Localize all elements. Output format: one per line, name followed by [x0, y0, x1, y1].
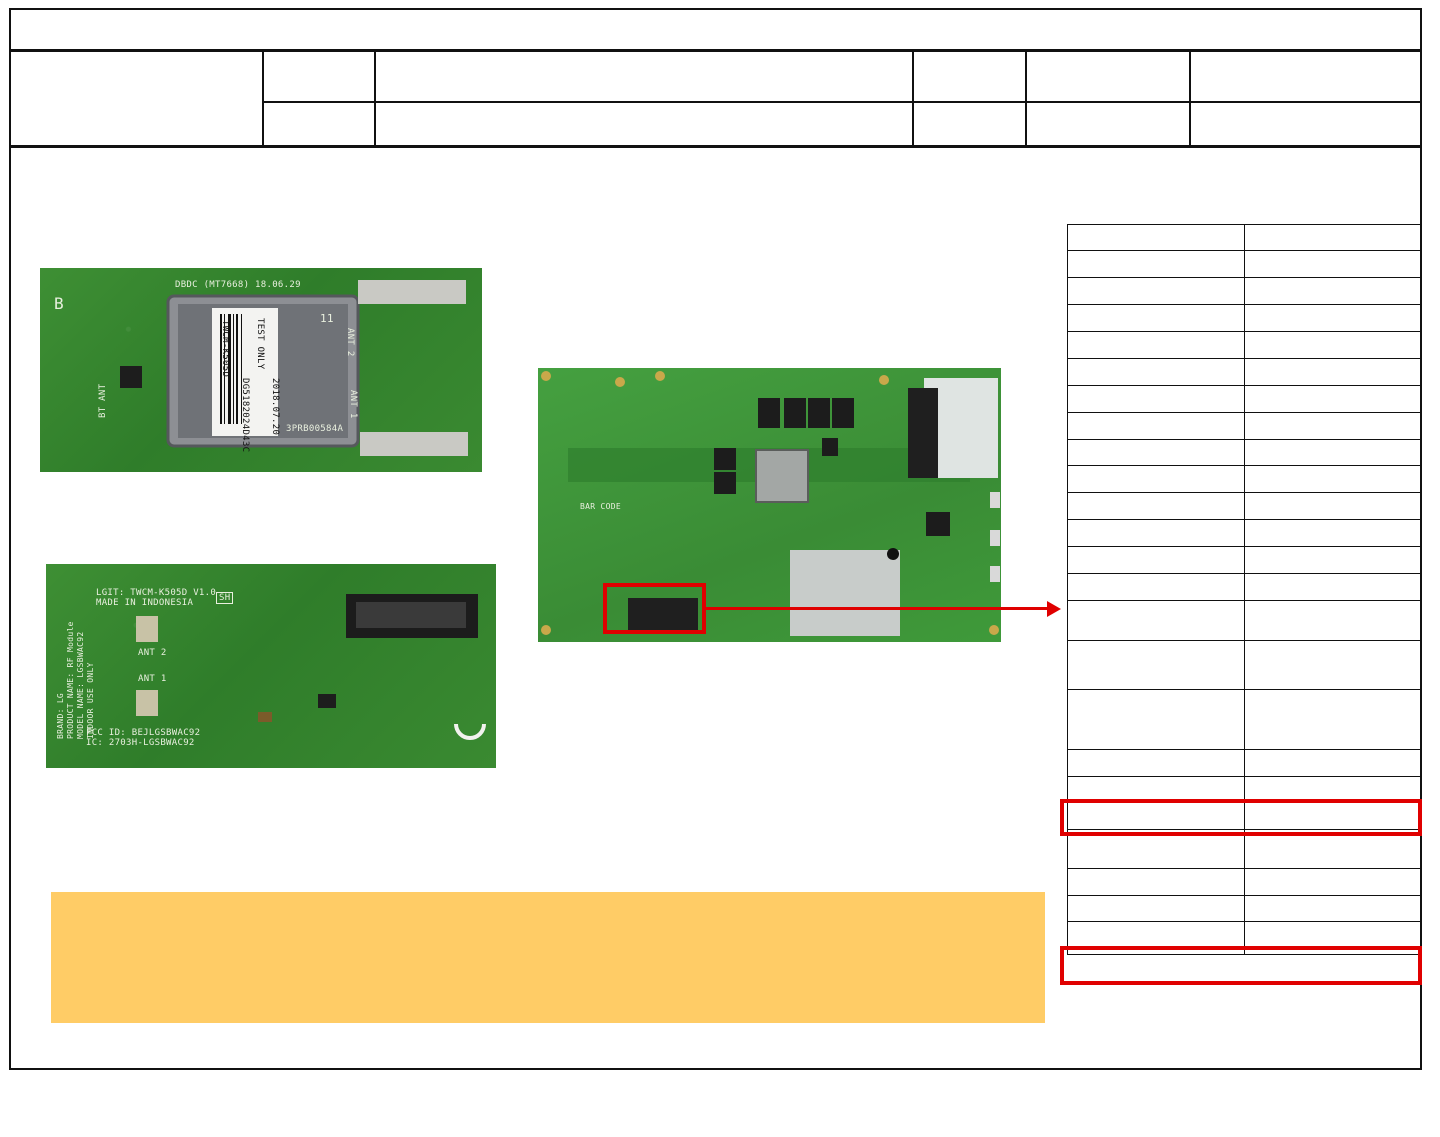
table-row: [1067, 689, 1421, 750]
ce-mark-icon: [454, 723, 486, 740]
header-col-4: [1025, 51, 1027, 146]
brand-label: BRAND: LG: [56, 692, 65, 739]
table-row: [1067, 224, 1421, 251]
table-row: [1067, 868, 1421, 896]
chip-label: DBDC (MT7668) 18.06.29: [175, 280, 301, 290]
table-row: [1067, 250, 1421, 278]
part-label: 3PRB00584A: [286, 424, 344, 434]
made-in-label: MADE IN INDONESIA: [96, 598, 194, 608]
table-row-highlight-1: [1060, 799, 1422, 836]
back-model-label: LGIT: TWCM-K505D V1.0: [96, 588, 217, 598]
table-row: [1067, 749, 1421, 777]
test-only-label: TEST ONLY: [255, 318, 265, 370]
table-row: [1067, 573, 1421, 601]
page-frame: [9, 8, 1422, 1070]
main-board-photo: BAR CODE: [538, 368, 1001, 642]
model-name-label: MODEL NAME: LGSBWAC92: [76, 631, 85, 739]
wifi-module-front-photo: DBDC (MT7668) 18.06.29 TEST ONLY TWCM-K5…: [40, 268, 482, 472]
sh-label: SH: [216, 592, 234, 604]
table-row: [1067, 895, 1421, 922]
arrow-head-icon: [1047, 601, 1061, 617]
pin-spec-table: [1067, 224, 1421, 955]
table-row: [1067, 439, 1421, 466]
ant2-label: ANT 2: [345, 328, 355, 357]
wifi-module-back-photo: LGIT: TWCM-K505D V1.0 MADE IN INDONESIA …: [46, 564, 496, 768]
header-col-5: [1189, 51, 1191, 146]
table-row: [1067, 600, 1421, 641]
note-box: [51, 892, 1045, 1023]
table-row: [1067, 546, 1421, 574]
back-ant2-label: ANT 2: [138, 648, 167, 658]
table-row: [1067, 465, 1421, 493]
table-row: [1067, 358, 1421, 386]
table-row: [1067, 640, 1421, 690]
side-b-label: B: [54, 294, 64, 313]
table-row: [1067, 277, 1421, 305]
number-label: 11: [320, 312, 334, 325]
header-col-3: [912, 51, 914, 146]
product-name-label: PRODUCT NAME: RF Module: [66, 621, 75, 739]
bt-ant-label: BT ANT: [98, 383, 108, 418]
table-row: [1067, 492, 1421, 520]
table-row: [1067, 776, 1421, 803]
back-ant1-label: ANT 1: [138, 674, 167, 684]
ic-label: IC: 2703H-LGSBWAC92: [86, 738, 195, 748]
bar-code-label: BAR CODE: [580, 502, 621, 511]
ant1-label: ANT 1: [348, 390, 358, 419]
table-row: [1067, 519, 1421, 547]
table-row: [1067, 385, 1421, 413]
table-row: [1067, 412, 1421, 440]
header-col-1: [262, 51, 264, 146]
note-text: [51, 892, 1045, 920]
fcc-label: FCC ID: BEJLGSBWAC92: [86, 728, 201, 738]
header-divider-mid: [263, 101, 1422, 103]
connector-arrow-line: [705, 607, 1049, 610]
table-row-highlight-2: [1060, 946, 1422, 985]
header-divider-top: [9, 49, 1422, 52]
table-row: [1067, 802, 1421, 830]
date-label: 2018.07.20: [270, 378, 280, 436]
serial-label: DG5182024D43C: [240, 378, 250, 453]
table-row: [1067, 331, 1421, 359]
header-divider-bottom: [9, 145, 1422, 148]
connector-highlight-box: [603, 583, 706, 634]
header-col-2: [374, 51, 376, 146]
table-row: [1067, 304, 1421, 332]
model-label: TWCM-K505D: [220, 320, 230, 378]
